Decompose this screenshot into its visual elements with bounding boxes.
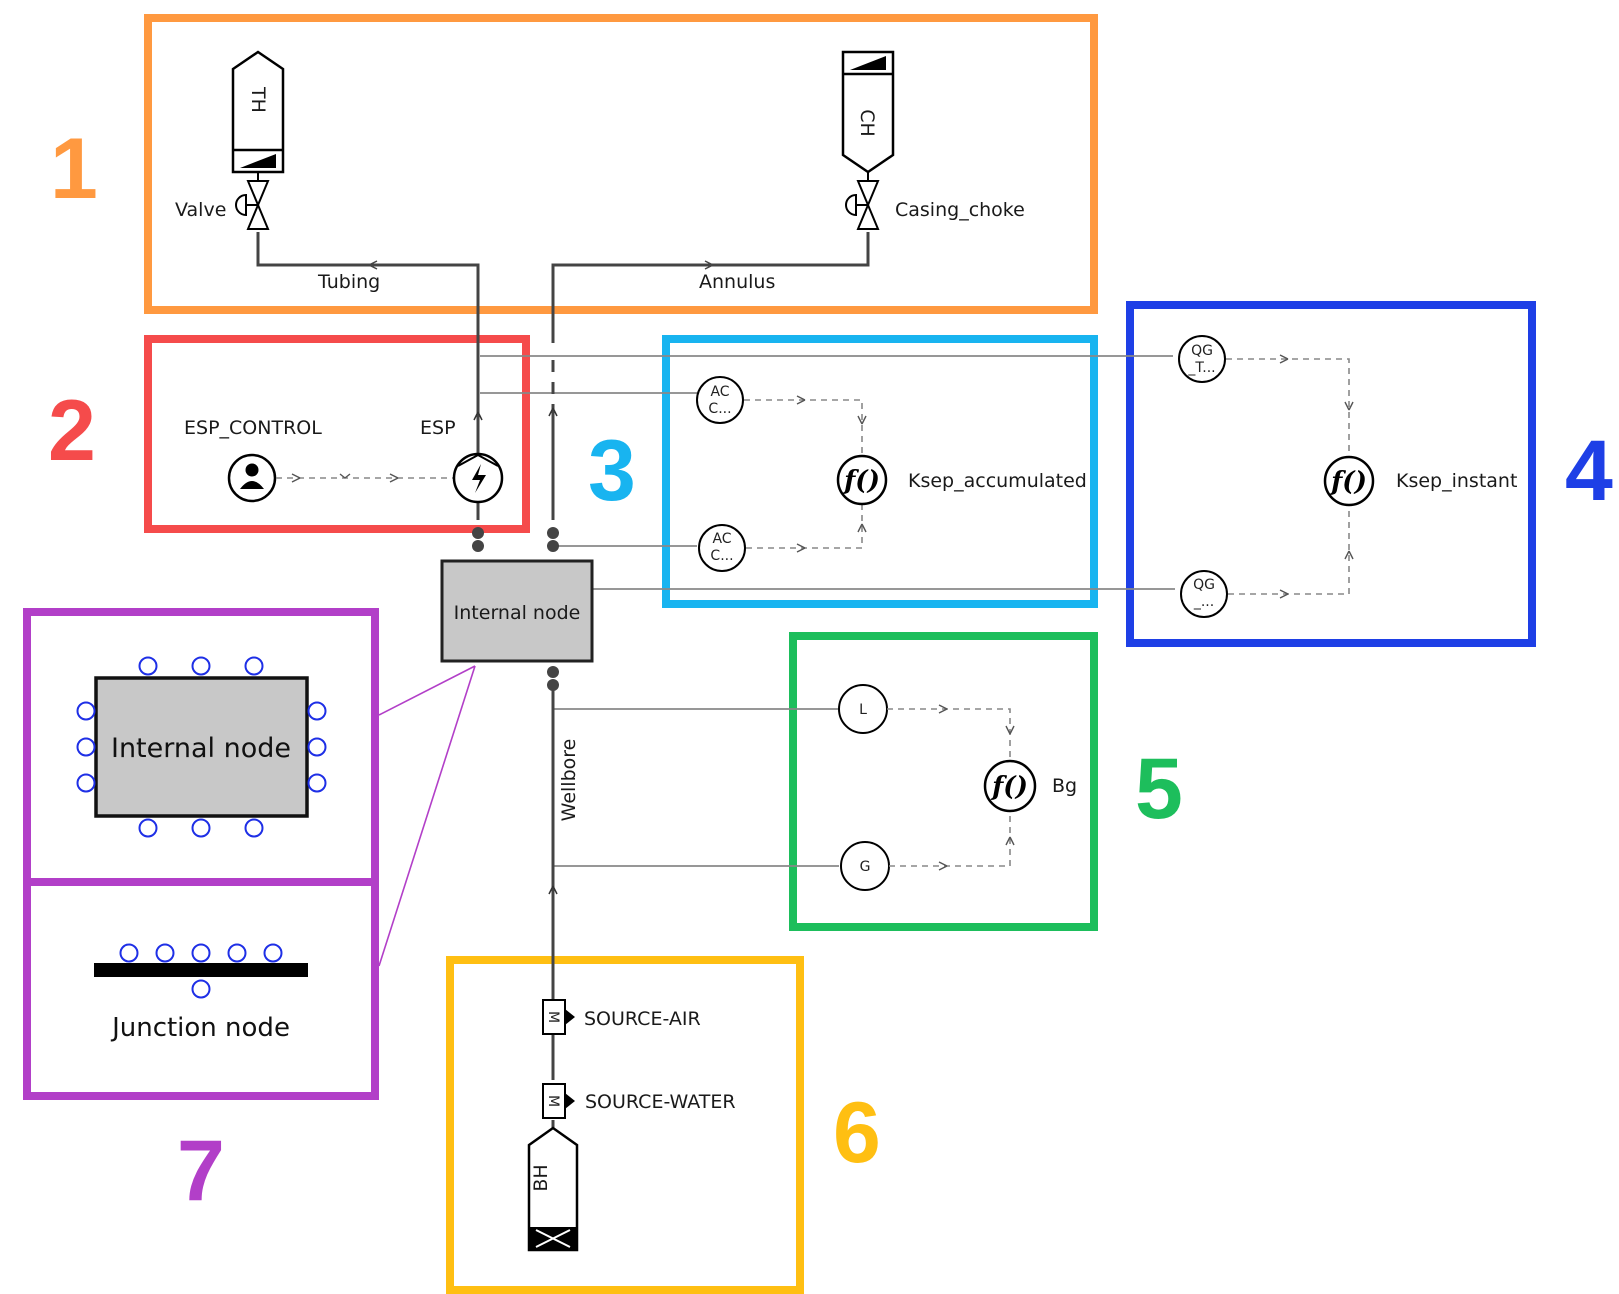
legend-junction-node: Junction node	[94, 943, 308, 1043]
ksep-instant-label: Ksep_instant	[1396, 470, 1517, 492]
sensor-ac-bottom-line1: AC	[712, 531, 731, 547]
internal-node-label: Internal node	[454, 602, 581, 624]
tubing-label: Tubing	[317, 271, 380, 293]
group-3-number: 3	[588, 423, 636, 519]
source-air-marker: M	[545, 1011, 561, 1023]
sensor-qg-top[interactable]: QG _T...	[1178, 335, 1226, 383]
casing-head[interactable]: CH	[841, 50, 895, 174]
esp-label: ESP	[420, 417, 456, 439]
bg-label: Bg	[1052, 775, 1077, 797]
callout-line-top	[378, 665, 476, 716]
source-air-label: SOURCE-AIR	[584, 1008, 701, 1030]
source-water-label: SOURCE-WATER	[585, 1091, 736, 1113]
wellbore-label: Wellbore	[558, 739, 580, 822]
group-4-number: 4	[1565, 423, 1613, 519]
group-1-box	[144, 14, 1098, 314]
sensor-l-label: L	[859, 702, 867, 718]
valve-label: Valve	[175, 199, 226, 221]
group-2-box	[144, 335, 530, 533]
legend-internal-node: Internal node	[76, 656, 327, 838]
sensor-qg-bottom-line1: QG	[1193, 577, 1215, 593]
junction-dots	[472, 527, 559, 691]
group-1-number: 1	[50, 121, 98, 217]
group-7-box-bottom	[23, 878, 379, 1100]
function-bg[interactable]: f()	[983, 759, 1037, 813]
group-6-box	[446, 956, 804, 1294]
casing-head-label: CH	[856, 109, 878, 137]
annulus-label: Annulus	[699, 271, 775, 293]
sensor-ac-bottom[interactable]: AC C...	[698, 524, 746, 572]
legend-junction-node-label: Junction node	[110, 1013, 290, 1043]
esp-control-label: ESP_CONTROL	[184, 417, 322, 439]
sensor-ac-top-line1: AC	[710, 384, 729, 400]
valve[interactable]	[235, 172, 270, 230]
legend-internal-node-label: Internal node	[111, 733, 291, 764]
sensor-g-label: G	[860, 859, 871, 875]
function-ksep-instant[interactable]: f()	[1323, 455, 1375, 507]
group-7-number: 7	[177, 1123, 225, 1219]
flow-lines	[256, 232, 870, 1210]
bottom-hole[interactable]: BH	[527, 1126, 579, 1252]
group-4-box	[1126, 301, 1536, 647]
group-5-box	[789, 632, 1098, 931]
sensor-qg-bottom[interactable]: QG _...	[1180, 570, 1228, 618]
ksep-accumulated-label: Ksep_accumulated	[908, 470, 1087, 492]
esp-control-icon[interactable]	[227, 453, 277, 503]
internal-node[interactable]: Internal node	[440, 559, 594, 663]
source-water[interactable]: M	[542, 1083, 575, 1119]
function-bg-symbol: f()	[990, 772, 1028, 802]
group-2-number: 2	[48, 383, 96, 479]
sensor-ac-bottom-line2: C...	[710, 548, 733, 564]
signal-lines	[480, 355, 1175, 867]
group-5-number: 5	[1135, 741, 1183, 837]
casing-choke-label: Casing_choke	[895, 199, 1025, 221]
source-air[interactable]: M	[542, 999, 575, 1035]
tubing-head[interactable]: TH	[231, 50, 285, 174]
function-ksep-accumulated-symbol: f()	[842, 466, 880, 496]
esp-pump-icon[interactable]	[452, 452, 504, 504]
sensor-qg-bottom-line2: _...	[1193, 594, 1214, 610]
sensor-qg-top-line1: QG	[1191, 343, 1213, 359]
sensor-ac-top[interactable]: AC C...	[696, 376, 744, 424]
tubing-head-label: TH	[247, 86, 269, 113]
casing-choke[interactable]	[845, 172, 880, 230]
source-water-marker: M	[545, 1095, 561, 1107]
function-ksep-instant-symbol: f()	[1329, 467, 1367, 497]
group-3-box	[662, 335, 1098, 608]
function-ksep-accumulated[interactable]: f()	[836, 454, 888, 506]
sensor-l[interactable]: L	[838, 684, 888, 734]
callout-line-bottom	[378, 665, 476, 967]
group-6-number: 6	[833, 1085, 881, 1181]
sensor-g[interactable]: G	[840, 841, 890, 891]
sensor-qg-top-line2: _T...	[1187, 360, 1215, 376]
sensor-ac-top-line2: C...	[708, 401, 731, 417]
bottom-hole-label: BH	[530, 1164, 552, 1191]
